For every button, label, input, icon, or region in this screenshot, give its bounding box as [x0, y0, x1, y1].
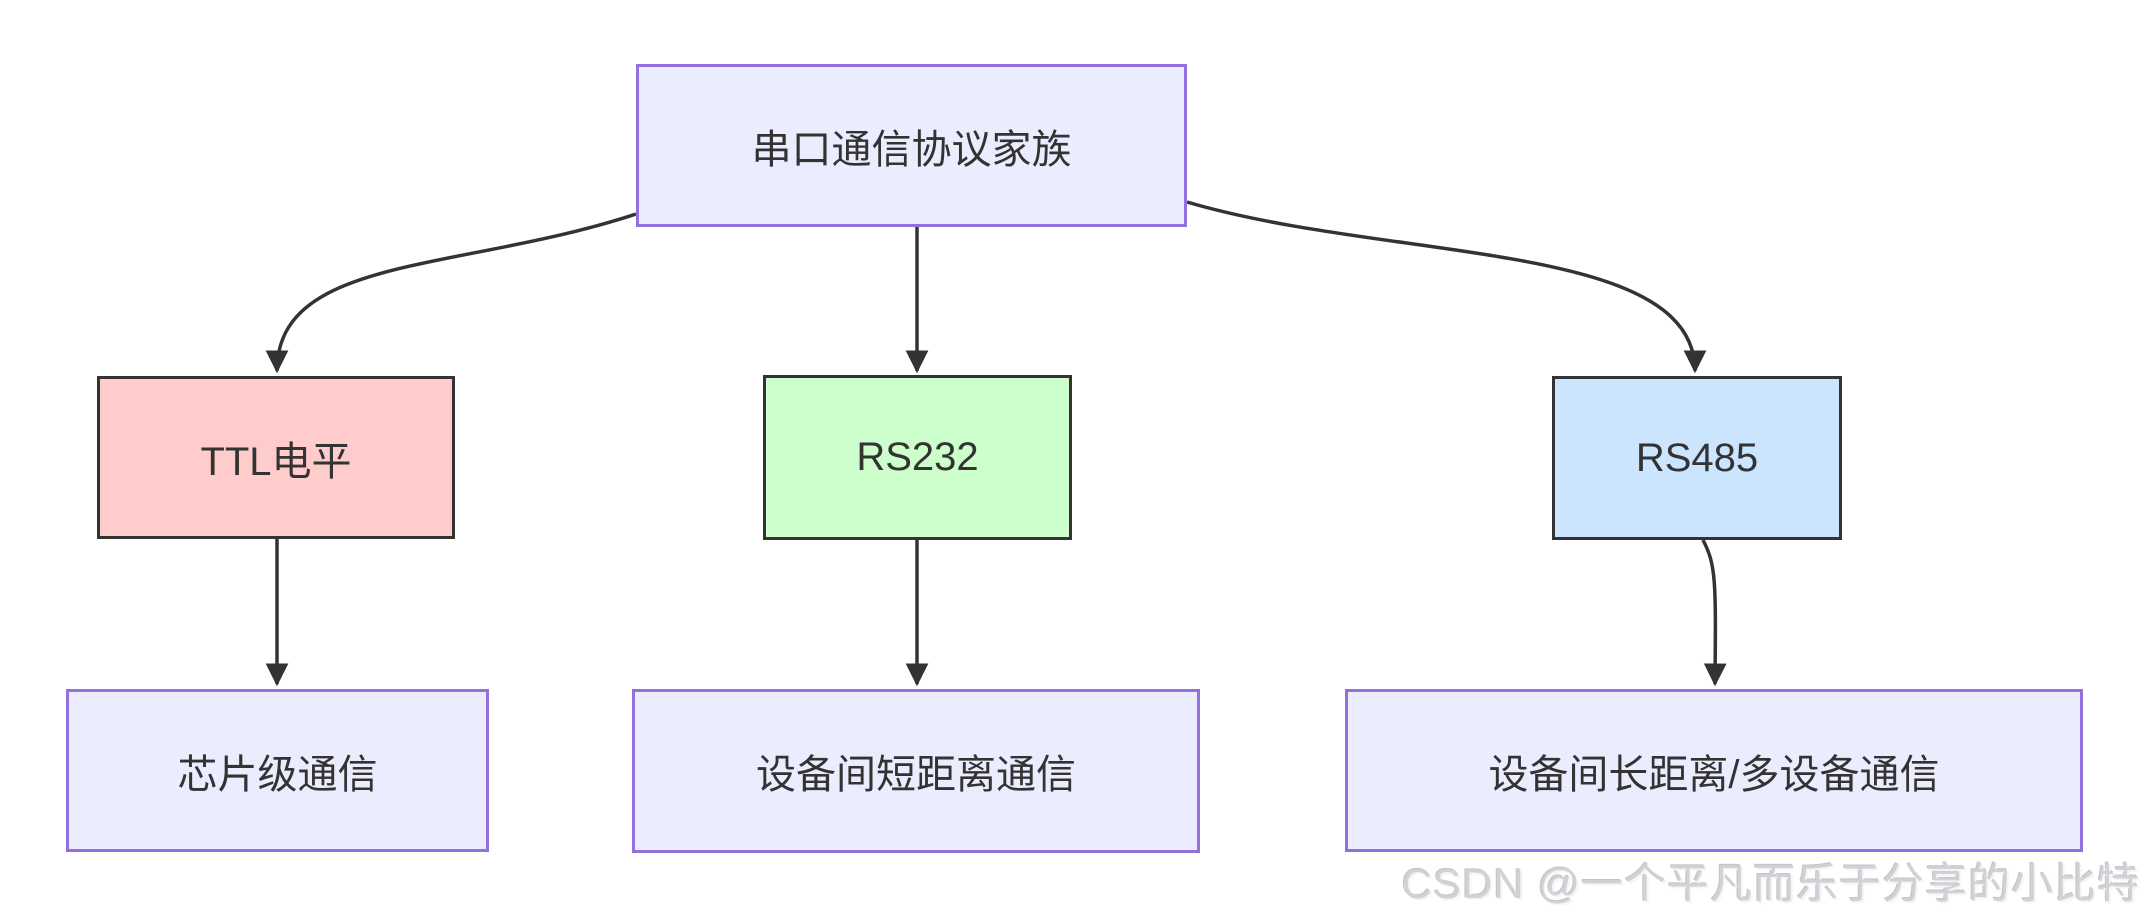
node-chip-level-communication: 芯片级通信 — [66, 689, 489, 852]
node-ttl-level: TTL电平 — [97, 376, 455, 539]
node-long-distance-multidevice-communication: 设备间长距离/多设备通信 — [1345, 689, 2083, 852]
node-chip-level-communication-label: 芯片级通信 — [177, 752, 378, 797]
node-rs485: RS485 — [1552, 376, 1842, 540]
node-serial-protocol-family: 串口通信协议家族 — [636, 64, 1187, 227]
edge-root-to-ttl — [265, 212, 637, 374]
node-short-distance-communication: 设备间短距离通信 — [632, 689, 1200, 853]
edge-rs485-to-long — [1701, 539, 1727, 687]
edge-root-to-rs485 — [1186, 200, 1707, 374]
node-long-distance-multidevice-communication-label: 设备间长距离/多设备通信 — [1488, 752, 1940, 797]
node-rs485-label: RS485 — [1635, 435, 1759, 480]
node-rs232-label: RS232 — [856, 435, 979, 479]
node-serial-protocol-family-label: 串口通信协议家族 — [751, 127, 1072, 172]
node-rs232: RS232 — [763, 375, 1072, 540]
node-short-distance-communication-label: 设备间短距离通信 — [756, 753, 1076, 797]
csdn-watermark: CSDN @一个平凡而乐于分享的小比特 — [1401, 860, 2140, 907]
node-ttl-level-label: TTL电平 — [200, 439, 352, 484]
